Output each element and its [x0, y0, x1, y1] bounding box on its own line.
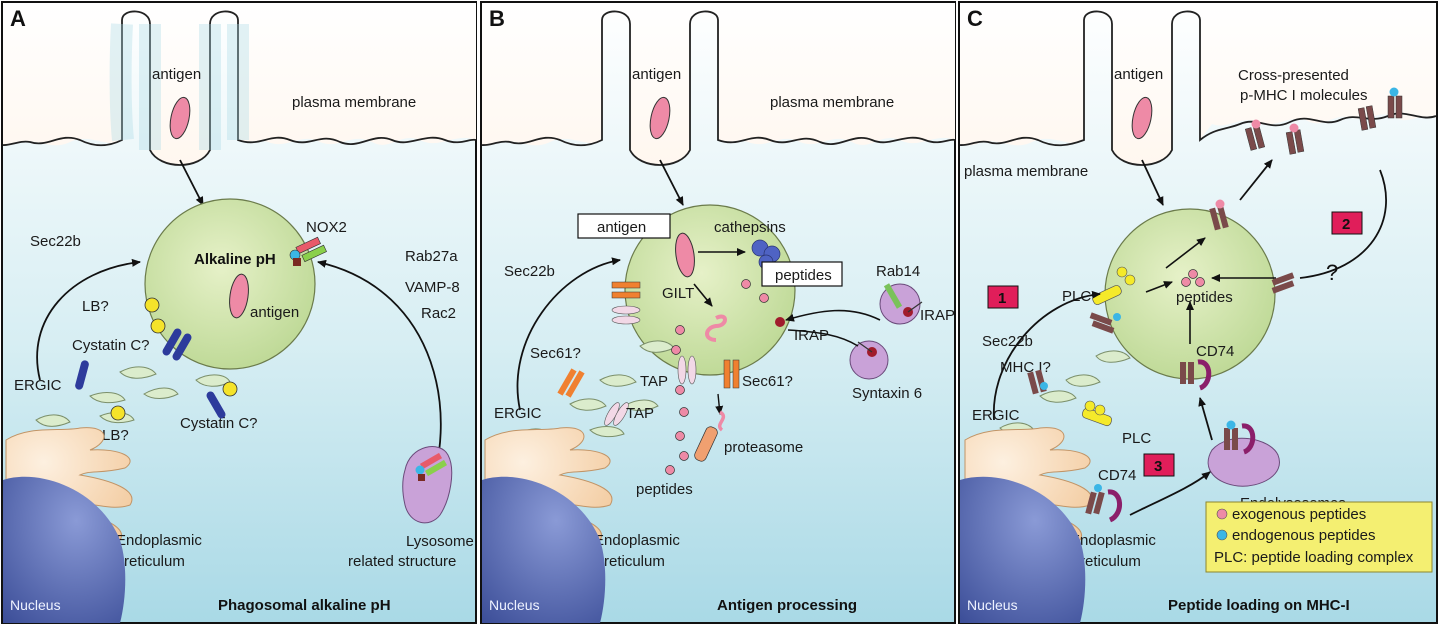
- nucleus-label: Nucleus: [489, 597, 540, 613]
- legend-plc: PLC: peptide loading complex: [1214, 549, 1414, 566]
- peptides-box-label: peptides: [775, 267, 832, 284]
- antigen-box: [577, 213, 671, 239]
- tap-label-2: TAP: [626, 405, 654, 422]
- antigen-label: antigen: [632, 66, 681, 83]
- plasma-membrane-line: [959, 10, 1437, 166]
- er-label-1: Endoplasmic: [1070, 532, 1156, 549]
- step-2-label: 2: [1342, 216, 1350, 233]
- panel-letter: A: [10, 6, 26, 31]
- nox2-label: NOX2: [306, 219, 347, 236]
- nox2-complex: [289, 236, 327, 266]
- step-3-badge: [1143, 453, 1175, 477]
- plasma-membrane-line: [481, 10, 956, 166]
- peptides-label: peptides: [1176, 289, 1233, 306]
- plasma-membrane-line: [2, 10, 477, 166]
- proteasome-label: proteasome: [724, 439, 803, 456]
- lb-label-1: LB?: [82, 298, 109, 315]
- panel-letter: B: [489, 6, 505, 31]
- ergic-label: ERGIC: [14, 377, 62, 394]
- panel-title: Peptide loading on MHC-I: [1168, 597, 1350, 614]
- cross-presented-label-2: p-MHC I molecules: [1240, 87, 1368, 104]
- lb-label-2: LB?: [102, 427, 129, 444]
- sec22b-label: Sec22b: [982, 333, 1033, 350]
- er-label-2: reticulum: [604, 553, 665, 570]
- antigen-shape: [649, 96, 671, 140]
- phagosome: [144, 198, 316, 370]
- rab14-label: Rab14: [876, 263, 920, 280]
- antigen-label: antigen: [152, 66, 201, 83]
- rab14-vesicle: [879, 283, 923, 325]
- peptides-box: [761, 261, 843, 287]
- ergic-vesicles: [999, 350, 1131, 435]
- lysosome-label-2: related structure: [348, 553, 456, 570]
- peptides-label: peptides: [636, 481, 693, 498]
- sec22b-label: Sec22b: [30, 233, 81, 250]
- er-label-2: reticulum: [1080, 553, 1141, 570]
- syntaxin-label: Syntaxin 6: [852, 385, 922, 402]
- extracellular-space: [960, 3, 1436, 165]
- legend-endogenous: endogenous peptides: [1232, 527, 1375, 544]
- alkaline-ph-label: Alkaline pH: [194, 251, 276, 268]
- tap-label-1: TAP: [640, 373, 668, 390]
- sec61-label-2: Sec61?: [742, 373, 793, 390]
- ergic-label: ERGIC: [972, 407, 1020, 424]
- sec22b-label: Sec22b: [504, 263, 555, 280]
- cathepsins-label: cathepsins: [714, 219, 786, 236]
- antigen-box-label: antigen: [597, 219, 646, 236]
- rab27a-label: Rab27a: [405, 248, 458, 265]
- plc-label-2: PLC: [1122, 430, 1151, 447]
- nucleus-label: Nucleus: [10, 597, 61, 613]
- ergic-label-a-top: Cystatin C?: [72, 337, 150, 354]
- antigen-shape: [1131, 96, 1153, 140]
- cd74-label-2: CD74: [1098, 467, 1136, 484]
- question-mark: ?: [1326, 260, 1338, 285]
- er-label-1: Endoplasmic: [116, 532, 202, 549]
- irap-label-2: IRAP: [794, 327, 829, 344]
- antigen-inside-shape: [675, 232, 695, 278]
- legend: exogenous peptides endogenous peptides P…: [1205, 501, 1433, 573]
- nucleus-label: Nucleus: [967, 597, 1018, 613]
- step-1-label: 1: [998, 290, 1006, 307]
- nucleus: [960, 476, 1086, 623]
- antigen-shape: [169, 96, 191, 140]
- er-label-2: reticulum: [124, 553, 185, 570]
- gilt-label: GILT: [662, 285, 694, 302]
- panel-letter: C: [967, 6, 983, 31]
- syntaxin-vesicle: [849, 340, 889, 380]
- legend-exogenous: exogenous peptides: [1232, 506, 1366, 523]
- plasma-membrane-label: plasma membrane: [964, 163, 1088, 180]
- plasma-membrane-label: plasma membrane: [770, 94, 894, 111]
- sec61-label-1: Sec61?: [530, 345, 581, 362]
- panel-title: Antigen processing: [717, 597, 857, 614]
- panel-b: B antigen plasma membrane antigen cathep…: [480, 1, 956, 624]
- er-label-1: Endoplasmic: [594, 532, 680, 549]
- step-3-label: 3: [1154, 458, 1162, 475]
- cd74-label-1: CD74: [1196, 343, 1234, 360]
- nucleus: [3, 476, 126, 623]
- cystatin-label-2: Cystatin C?: [180, 415, 258, 432]
- antigen-inside-label: antigen: [250, 304, 299, 321]
- step-1-badge: [987, 285, 1019, 309]
- mhc-label: MHC I?: [1000, 359, 1051, 376]
- irap-label-1: IRAP: [920, 307, 955, 324]
- peptides-cluster: [1181, 269, 1205, 287]
- rac2-label: Rac2: [421, 305, 456, 322]
- panel-title: Phagosomal alkaline pH: [218, 597, 391, 614]
- antigen-label: antigen: [1114, 66, 1163, 83]
- ergic-label: ERGIC: [494, 405, 542, 422]
- cross-presented-label-1: Cross-presented: [1238, 67, 1349, 84]
- nucleus: [482, 476, 606, 623]
- lysosome-label-1: Lysosome: [406, 533, 474, 550]
- plasma-membrane-label: plasma membrane: [292, 94, 416, 111]
- endolysosome: [1207, 437, 1280, 487]
- antigen-inside-shape: [229, 273, 249, 319]
- panel-a: A antigen plasma membrane Alkaline pH an…: [1, 1, 477, 624]
- plc-label-1: PLC: [1062, 288, 1091, 305]
- step-2-badge: [1331, 211, 1363, 235]
- surface-mhc: [1244, 87, 1403, 155]
- panel-c: C antigen Cross-presented p-MHC I molecu…: [958, 1, 1438, 624]
- vamp8-label: VAMP-8: [405, 279, 460, 296]
